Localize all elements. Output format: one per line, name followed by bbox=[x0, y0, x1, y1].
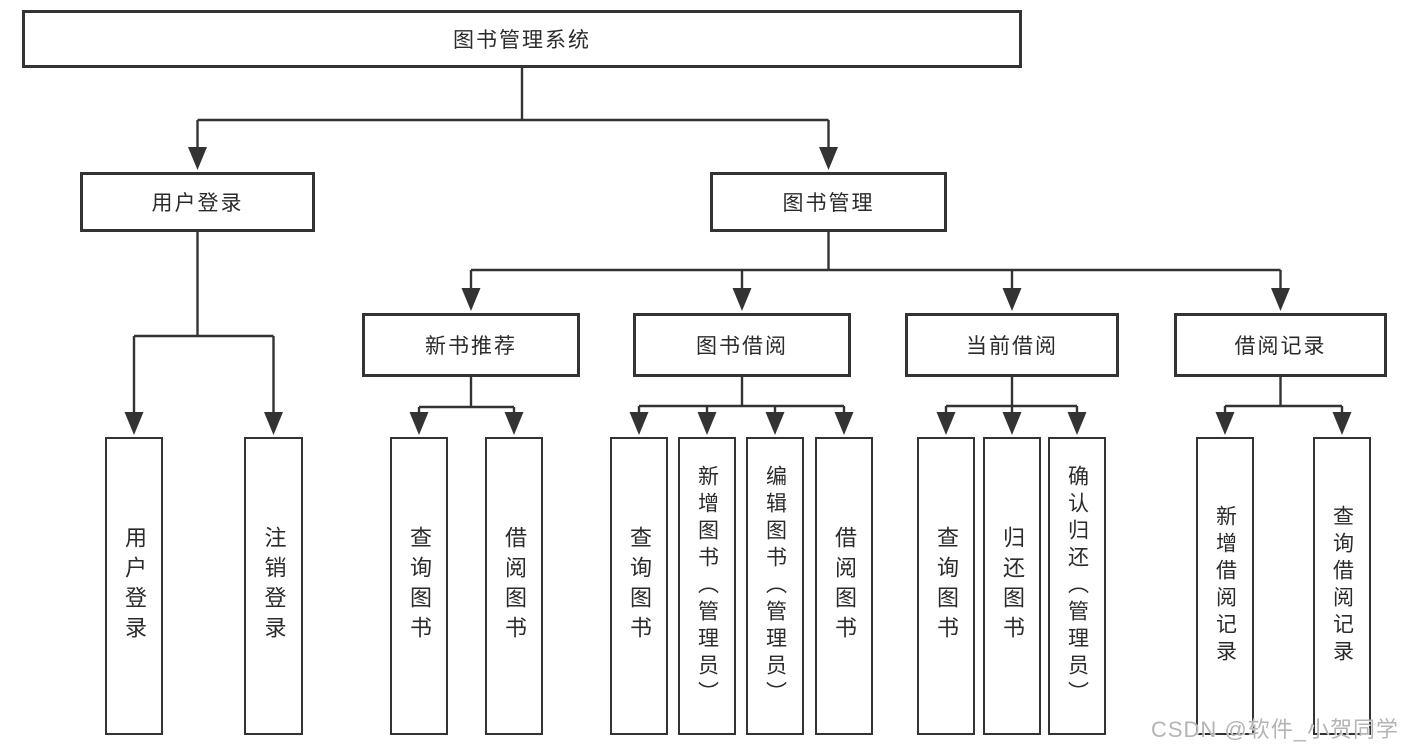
leaf-confirm-return-admin: 确认归还（管理员） bbox=[1048, 437, 1106, 735]
leaf-label: 查询借阅记录 bbox=[1330, 505, 1354, 667]
node-new-book-recommendation: 新书推荐 bbox=[362, 313, 580, 377]
leaf-edit-book-admin: 编辑图书（管理员） bbox=[746, 437, 804, 735]
node-library-management-system: 图书管理系统 bbox=[22, 10, 1022, 68]
node-user-login: 用户登录 bbox=[80, 172, 315, 232]
leaf-label: 编辑图书（管理员） bbox=[763, 464, 787, 708]
leaf-label: 新增借阅记录 bbox=[1213, 505, 1237, 667]
node-book-management: 图书管理 bbox=[710, 172, 947, 232]
leaf-add-borrow-record: 新增借阅记录 bbox=[1196, 437, 1254, 735]
leaf-query-books-recommend: 查询图书 bbox=[390, 437, 448, 735]
leaf-user-login: 用户登录 bbox=[105, 437, 163, 735]
leaf-query-books-current: 查询图书 bbox=[917, 437, 975, 735]
leaf-label: 查询图书 bbox=[934, 526, 959, 646]
leaf-query-borrow-record: 查询借阅记录 bbox=[1313, 437, 1371, 735]
leaf-label: 用户登录 bbox=[122, 526, 147, 646]
node-current-borrowing: 当前借阅 bbox=[905, 313, 1119, 377]
leaf-return-book: 归还图书 bbox=[983, 437, 1041, 735]
leaf-borrow-books-borrowing: 借阅图书 bbox=[815, 437, 873, 735]
node-book-borrowing: 图书借阅 bbox=[633, 313, 851, 377]
leaf-label: 归还图书 bbox=[1000, 526, 1025, 646]
leaf-label: 借阅图书 bbox=[502, 526, 527, 646]
leaf-borrow-books-recommend: 借阅图书 bbox=[485, 437, 543, 735]
leaf-label: 借阅图书 bbox=[832, 526, 857, 646]
leaf-label: 查询图书 bbox=[627, 526, 652, 646]
leaf-logout: 注销登录 bbox=[244, 437, 303, 735]
node-borrowing-records: 借阅记录 bbox=[1174, 313, 1387, 377]
leaf-label: 新增图书（管理员） bbox=[695, 464, 719, 708]
leaf-add-book-admin: 新增图书（管理员） bbox=[678, 437, 736, 735]
leaf-label: 查询图书 bbox=[407, 526, 432, 646]
leaf-label: 确认归还（管理员） bbox=[1065, 464, 1089, 708]
leaf-label: 注销登录 bbox=[261, 526, 287, 646]
leaf-query-books-borrowing: 查询图书 bbox=[610, 437, 668, 735]
